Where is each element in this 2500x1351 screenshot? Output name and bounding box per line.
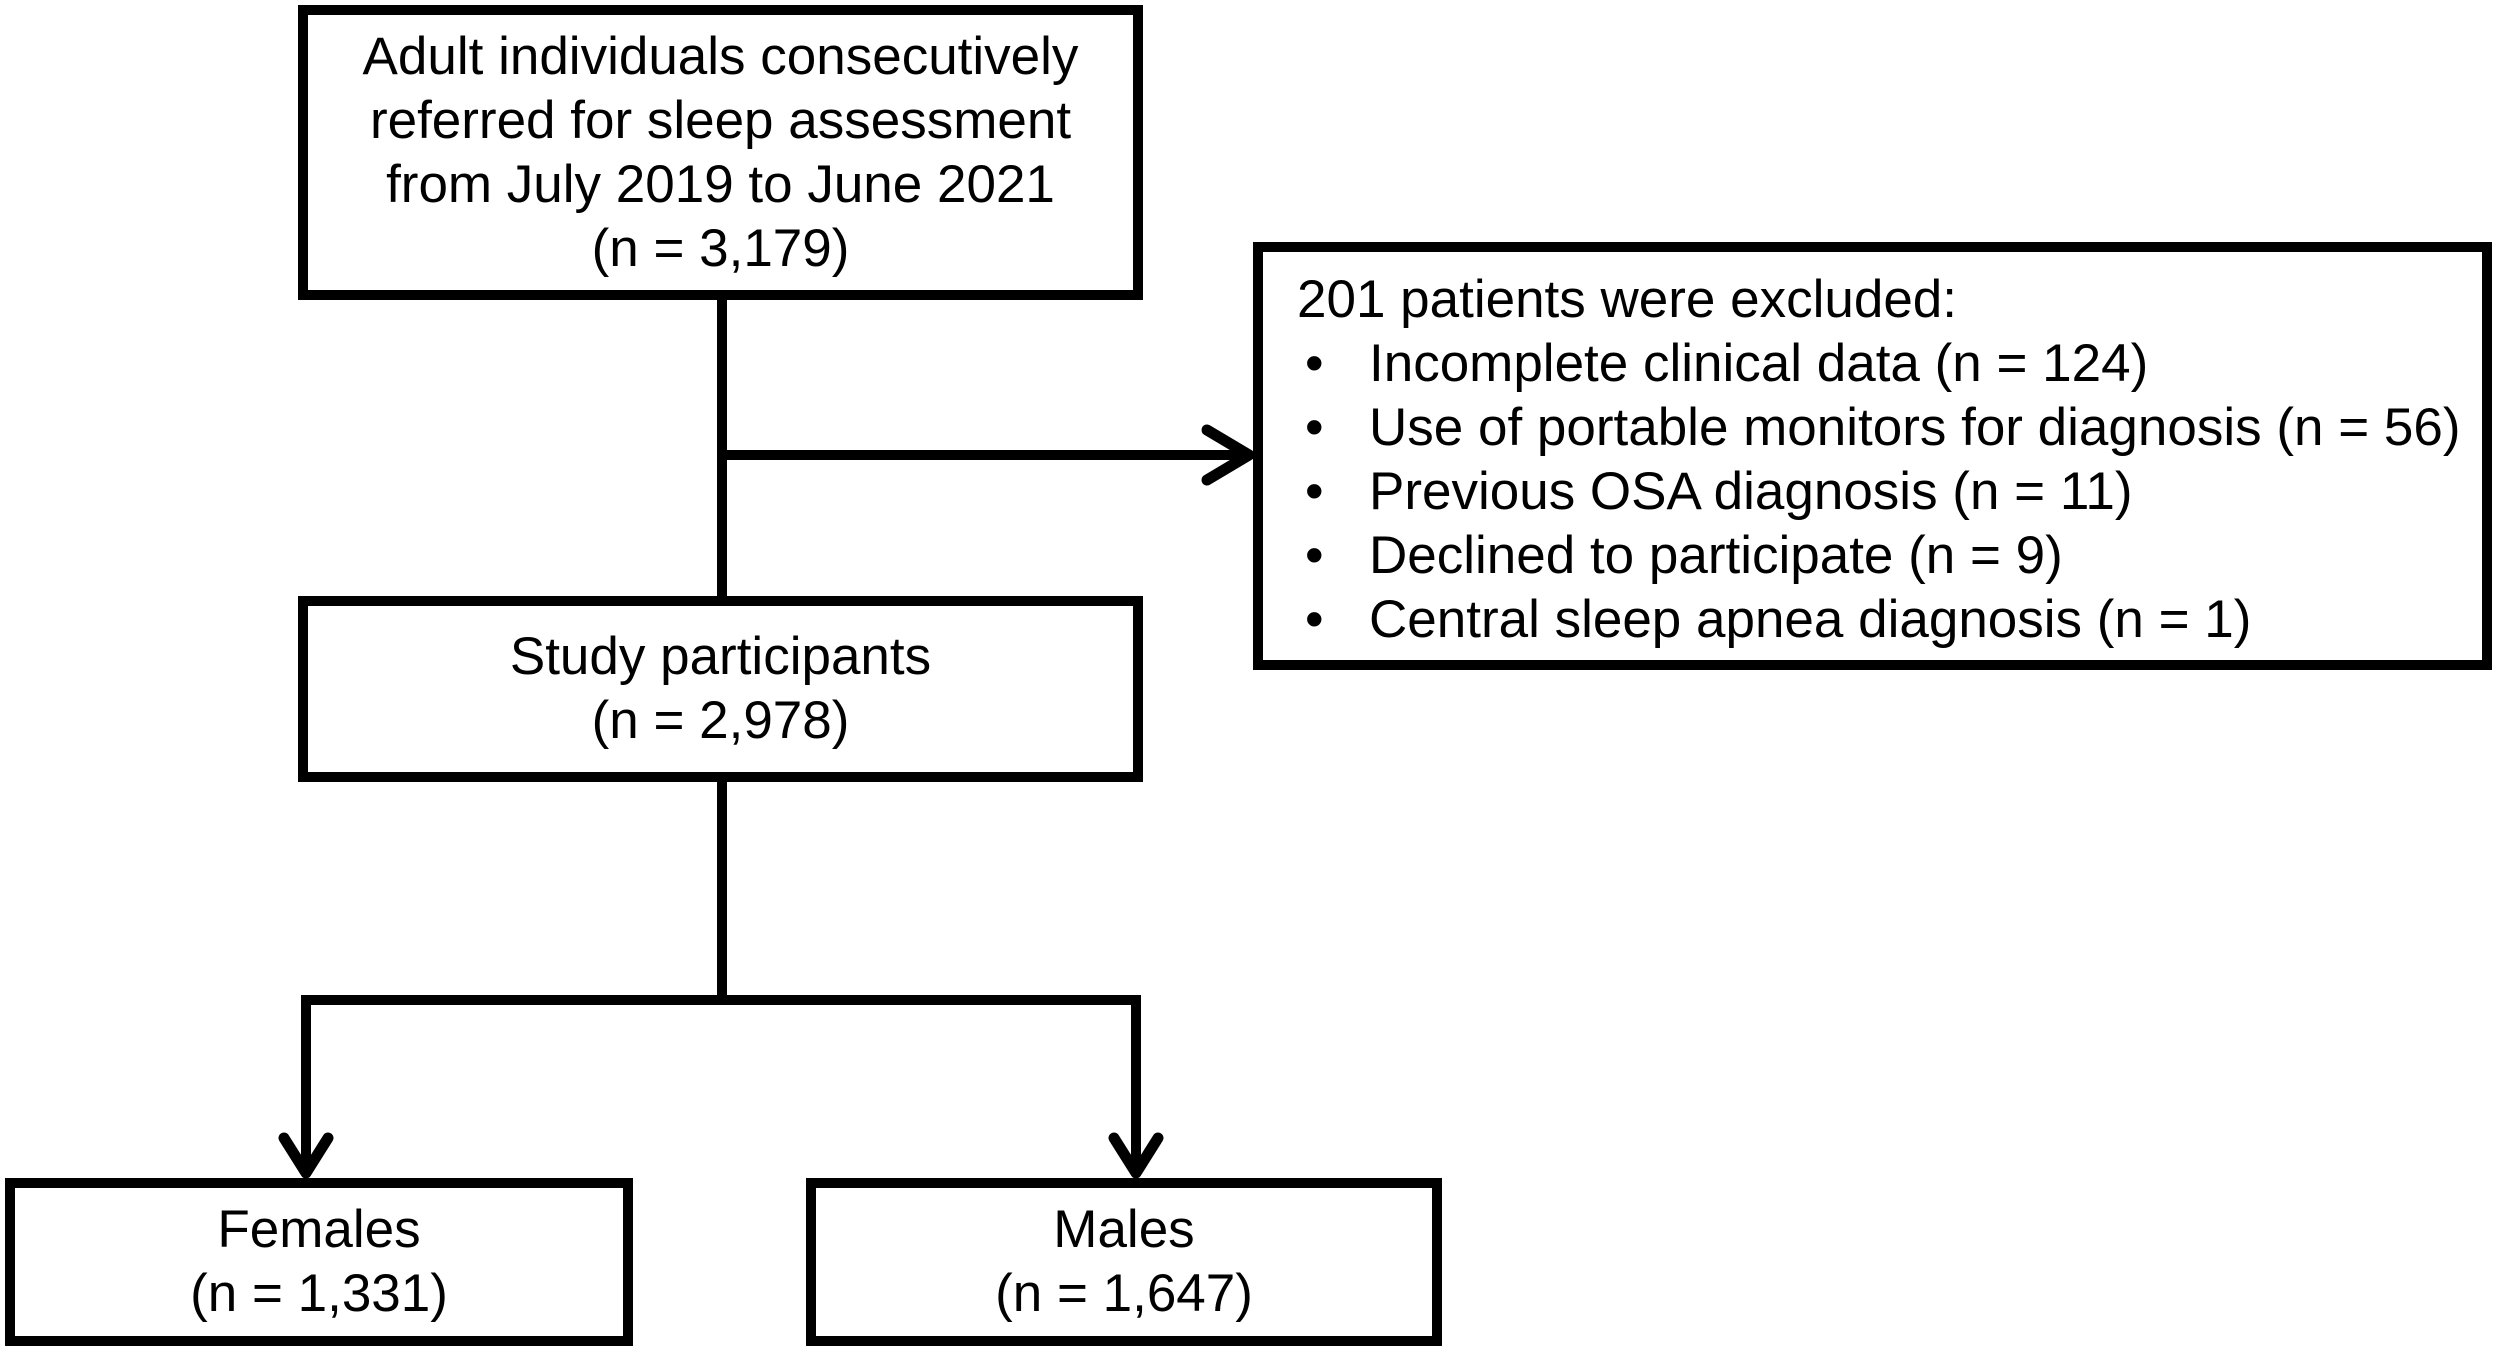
enrollment-line-2: referred for sleep assessment [369, 90, 1072, 150]
exclusion-item-text: Declined to participate (n = 9) [1369, 526, 2063, 585]
exclusion-arrowhead-icon [1201, 424, 1255, 486]
exclusion-list: • Incomplete clinical data (n = 124) • U… [1297, 332, 2464, 652]
exclusion-list-item: • Incomplete clinical data (n = 124) [1297, 332, 2464, 396]
bullet-icon: • [1305, 398, 1324, 457]
exclusion-box: 201 patients were excluded: • Incomplete… [1253, 242, 2492, 670]
enrollment-count: (n = 3,179) [591, 218, 850, 278]
females-box: Females (n = 1,331) [5, 1178, 633, 1346]
enrollment-line-1: Adult individuals consecutively [362, 26, 1079, 86]
males-box: Males (n = 1,647) [806, 1178, 1442, 1346]
bullet-icon: • [1305, 462, 1324, 521]
participants-count: (n = 2,978) [591, 691, 850, 750]
exclusion-list-item: • Central sleep apnea diagnosis (n = 1) [1297, 588, 2464, 652]
exclusion-list-item: • Previous OSA diagnosis (n = 11) [1297, 460, 2464, 524]
exclusion-item-text: Use of portable monitors for diagnosis (… [1369, 398, 2461, 457]
females-arrowhead-icon [278, 1132, 334, 1179]
exclusion-list-item: • Use of portable monitors for diagnosis… [1297, 396, 2464, 460]
exclusion-list-item: • Declined to participate (n = 9) [1297, 524, 2464, 588]
enrollment-box: Adult individuals consecutively referred… [298, 5, 1143, 300]
exclusion-item-text: Central sleep apnea diagnosis (n = 1) [1369, 590, 2252, 649]
participants-box: Study participants (n = 2,978) [298, 596, 1143, 782]
females-count: (n = 1,331) [190, 1264, 448, 1323]
enrollment-line-3: from July 2019 to June 2021 [386, 154, 1055, 214]
exclusion-item-text: Incomplete clinical data (n = 124) [1369, 334, 2149, 393]
bullet-icon: • [1305, 526, 1324, 585]
males-arrowhead-icon [1108, 1132, 1164, 1179]
bullet-icon: • [1305, 334, 1324, 393]
exclusion-header: 201 patients were excluded: [1297, 270, 1957, 329]
exclusion-item-text: Previous OSA diagnosis (n = 11) [1369, 462, 2133, 521]
participants-label: Study participants [509, 627, 932, 686]
males-count: (n = 1,647) [995, 1264, 1253, 1323]
bullet-icon: • [1305, 590, 1324, 649]
females-label: Females [217, 1200, 421, 1259]
males-label: Males [1053, 1200, 1195, 1259]
